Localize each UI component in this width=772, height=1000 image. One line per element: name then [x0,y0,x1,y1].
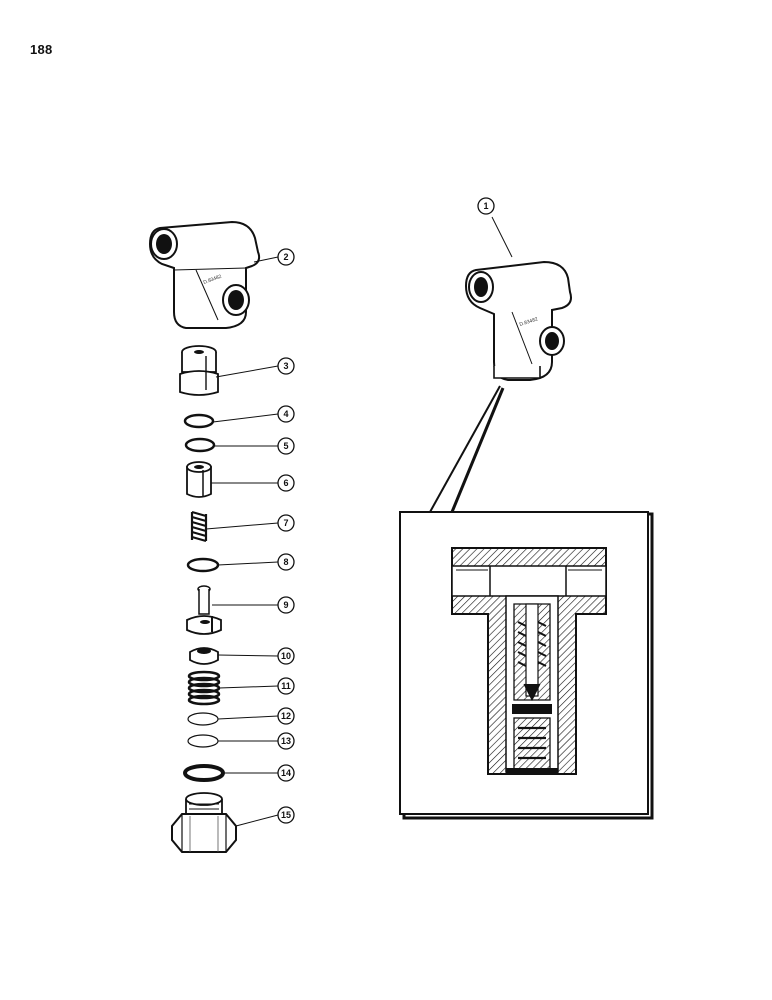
page-number: 188 [30,42,53,57]
callout-12: 12 [277,707,295,725]
callout-14: 14 [277,764,295,782]
o-ring-part-5 [184,437,216,453]
spring-part-11 [187,670,221,706]
seal-ring-part-14 [183,764,225,782]
callout-1: 1 [477,197,495,215]
svg-text:1: 1 [483,201,488,211]
sleeve-part-6 [186,461,212,498]
callout-3: 3 [277,357,295,375]
svg-text:5: 5 [283,441,288,451]
washer-part-12 [187,712,219,726]
callout-9: 9 [277,596,295,614]
callout-10: 10 [277,647,295,665]
callout-4: 4 [277,405,295,423]
leader-lines [205,216,513,827]
o-ring-part-4 [183,413,215,429]
svg-text:13: 13 [281,736,291,746]
svg-text:3: 3 [283,361,288,371]
svg-text:10: 10 [281,651,291,661]
tee-body-part-2: D.83482 [148,220,261,329]
callout-6: 6 [277,474,295,492]
o-ring-part-8 [186,557,220,573]
svg-text:14: 14 [281,768,291,778]
spring-part-7 [190,510,208,543]
plug-part-15 [171,792,237,853]
callout-5: 5 [277,437,295,455]
callout-7: 7 [277,514,295,532]
assembly-stamp-text: D.83482 [519,316,539,328]
svg-text:9: 9 [283,600,288,610]
callout-15: 15 [277,806,295,824]
callout-13: 13 [277,732,295,750]
svg-text:7: 7 [283,518,288,528]
washer-part-13 [187,734,219,748]
svg-text:6: 6 [283,478,288,488]
callout-11: 11 [277,677,295,695]
callout-2: 2 [277,248,295,266]
valve-seat-part-3 [179,345,219,396]
callout-8: 8 [277,553,295,571]
svg-text:4: 4 [283,409,288,419]
tee-body-assembly-part-1: D.83482 [464,260,572,381]
poppet-part-9 [186,585,222,635]
svg-text:12: 12 [281,711,291,721]
cross-section-detail [399,511,654,820]
detail-pointer-lines [429,385,505,513]
retainer-part-10 [189,647,219,665]
svg-text:2: 2 [283,252,288,262]
svg-text:11: 11 [281,681,291,691]
svg-text:8: 8 [283,557,288,567]
svg-text:15: 15 [281,810,291,820]
